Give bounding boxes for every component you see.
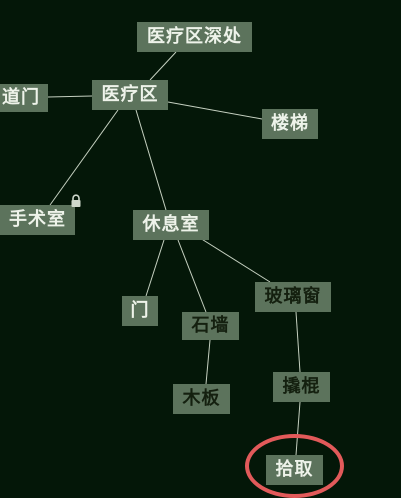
node-stone-wall[interactable]: 石墙: [182, 312, 239, 340]
edge-lounge-window: [199, 237, 271, 283]
node-glass-window[interactable]: 玻璃窗: [255, 282, 331, 312]
lock-icon: [71, 194, 81, 207]
edge-medical-surgery: [49, 109, 119, 206]
node-pickup[interactable]: 拾取: [266, 455, 323, 485]
node-deep-medical[interactable]: 医疗区深处: [137, 22, 252, 52]
node-stairs[interactable]: 楼梯: [262, 109, 318, 139]
edge-stonewall-board: [205, 339, 211, 385]
node-medical[interactable]: 医疗区: [92, 80, 168, 110]
node-crowbar[interactable]: 撬棍: [273, 372, 330, 402]
edge-crowbar-pickup: [295, 401, 301, 456]
node-door[interactable]: 门: [122, 296, 158, 326]
node-lounge[interactable]: 休息室: [133, 210, 209, 240]
edge-window-crowbar: [295, 311, 301, 373]
map-canvas: 医疗区深处 医疗区 道门 楼梯 手术室 休息室 门 石墙 玻璃窗 木板 撬棍 拾…: [0, 22, 344, 498]
edge-lounge-stonewall: [177, 239, 207, 313]
node-corridor-door[interactable]: 道门: [0, 84, 48, 112]
node-wood-board[interactable]: 木板: [173, 384, 230, 414]
edge-door-medical: [47, 95, 93, 98]
edge-medical-stairs: [167, 101, 263, 120]
edge-medical-lounge: [135, 109, 167, 211]
node-surgery[interactable]: 手术室: [0, 205, 75, 235]
edge-deep-medical: [149, 51, 177, 81]
edge-lounge-door: [145, 239, 165, 297]
